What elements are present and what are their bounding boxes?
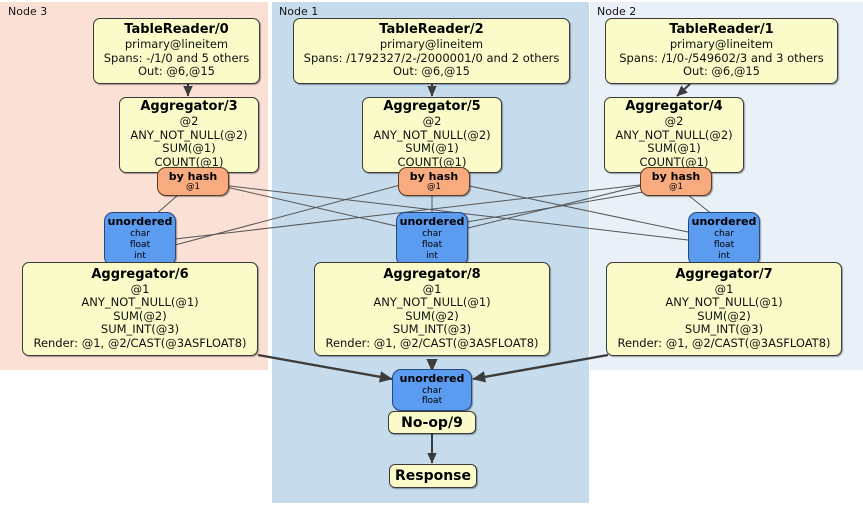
node-aggregator-8[interactable]: Aggregator/8 @1 ANY_NOT_NULL(@1) SUM(@2)… — [314, 262, 550, 356]
router-by-hash-node-3[interactable]: by hash @1 — [157, 167, 229, 196]
router-by-hash-node-2[interactable]: by hash @1 — [640, 167, 712, 196]
node-line: SUM(@1) — [647, 141, 701, 156]
stream-line: int — [718, 250, 730, 261]
node-title: Aggregator/7 — [675, 266, 773, 282]
stream-unordered-final[interactable]: unordered char float — [392, 369, 472, 411]
router-title: by hash — [409, 169, 459, 183]
node-aggregator-3[interactable]: Aggregator/3 @2 ANY_NOT_NULL(@2) SUM(@1)… — [119, 97, 259, 173]
node-table-reader-0[interactable]: TableReader/0 primary@lineitem Spans: -/… — [93, 18, 260, 84]
stream-line: float — [713, 239, 735, 250]
node-response[interactable]: Response — [389, 464, 477, 488]
node-line: SUM(@2) — [697, 308, 751, 323]
node-line: @1 — [714, 281, 734, 296]
node-title: Aggregator/4 — [625, 99, 723, 115]
stream-unordered-node-1[interactable]: unordered char float int — [396, 212, 468, 266]
stream-unordered-node-2[interactable]: unordered char float int — [688, 212, 760, 266]
stream-title: unordered — [107, 215, 173, 229]
node-line: @2 — [422, 114, 442, 129]
stream-unordered-node-3[interactable]: unordered char float int — [104, 212, 176, 266]
node-title: Aggregator/3 — [140, 99, 238, 115]
panel-label-node-2: Node 2 — [597, 5, 637, 18]
router-sub: @1 — [186, 181, 200, 192]
node-table-reader-2[interactable]: TableReader/2 primary@lineitem Spans: /1… — [293, 18, 570, 84]
node-line: Render: @1, @2/CAST(@3ASFLOAT8) — [33, 335, 247, 350]
node-line: primary@lineitem — [124, 37, 229, 52]
node-line: ANY_NOT_NULL(@2) — [130, 127, 248, 142]
node-line: Render: @1, @2/CAST(@3ASFLOAT8) — [325, 335, 539, 350]
node-line: ANY_NOT_NULL(@2) — [615, 127, 733, 142]
router-title: by hash — [168, 169, 218, 183]
stream-line: float — [421, 239, 443, 250]
node-line: COUNT(@1) — [639, 155, 709, 170]
stream-line: char — [422, 385, 442, 396]
node-title: Aggregator/5 — [383, 99, 481, 115]
router-sub: @1 — [427, 181, 441, 192]
stream-line: int — [426, 250, 438, 261]
stream-title: unordered — [399, 371, 465, 385]
node-line: SUM(@1) — [162, 141, 216, 156]
router-sub: @1 — [669, 181, 683, 192]
node-title: TableReader/2 — [379, 22, 484, 38]
router-by-hash-node-1[interactable]: by hash @1 — [398, 167, 470, 196]
stream-title: unordered — [399, 215, 465, 229]
node-line: SUM(@2) — [113, 308, 167, 323]
stream-line: float — [129, 239, 151, 250]
node-aggregator-6[interactable]: Aggregator/6 @1 ANY_NOT_NULL(@1) SUM(@2)… — [22, 262, 258, 356]
node-title: Response — [394, 468, 472, 484]
stream-line: char — [714, 229, 734, 240]
stream-line: float — [421, 396, 443, 407]
stream-line: char — [130, 229, 150, 240]
node-line: @2 — [664, 114, 684, 129]
node-line: Spans: /1/0-/549602/3 and 3 others — [619, 50, 824, 65]
node-title: TableReader/1 — [669, 22, 774, 38]
node-line: Spans: /1792327/2-/2000001/0 and 2 other… — [303, 50, 560, 65]
node-title: No-op/9 — [401, 414, 463, 431]
node-line: Render: @1, @2/CAST(@3ASFLOAT8) — [617, 335, 831, 350]
panel-label-node-1: Node 1 — [279, 5, 319, 18]
node-title: Aggregator/6 — [91, 266, 189, 282]
node-no-op-9[interactable]: No-op/9 — [388, 411, 476, 434]
node-line: COUNT(@1) — [154, 155, 224, 170]
node-line: SUM(@2) — [405, 308, 459, 323]
node-line: Out: @6,@15 — [138, 64, 215, 79]
node-title: Aggregator/8 — [383, 266, 481, 282]
node-line: ANY_NOT_NULL(@1) — [81, 295, 199, 310]
router-title: by hash — [651, 169, 701, 183]
stream-line: int — [134, 250, 146, 261]
node-line: ANY_NOT_NULL(@2) — [373, 127, 491, 142]
node-line: @1 — [422, 281, 442, 296]
panel-label-node-3: Node 3 — [8, 5, 48, 18]
node-line: SUM(@1) — [405, 141, 459, 156]
node-line: SUM_INT(@3) — [100, 322, 180, 337]
node-aggregator-5[interactable]: Aggregator/5 @2 ANY_NOT_NULL(@2) SUM(@1)… — [362, 97, 502, 173]
node-line: Out: @6,@15 — [393, 64, 470, 79]
node-table-reader-1[interactable]: TableReader/1 primary@lineitem Spans: /1… — [605, 18, 838, 84]
stream-title: unordered — [691, 215, 757, 229]
node-line: SUM_INT(@3) — [392, 322, 472, 337]
node-line: @1 — [130, 281, 150, 296]
node-line: SUM_INT(@3) — [684, 322, 764, 337]
node-line: ANY_NOT_NULL(@1) — [665, 295, 783, 310]
node-aggregator-7[interactable]: Aggregator/7 @1 ANY_NOT_NULL(@1) SUM(@2)… — [606, 262, 842, 356]
node-line: primary@lineitem — [669, 37, 774, 52]
stream-line: char — [422, 229, 442, 240]
node-line: ANY_NOT_NULL(@1) — [373, 295, 491, 310]
node-title: TableReader/0 — [124, 22, 229, 38]
node-line: Spans: -/1/0 and 5 others — [103, 50, 250, 65]
node-line: primary@lineitem — [379, 37, 484, 52]
node-line: @2 — [179, 114, 199, 129]
node-aggregator-4[interactable]: Aggregator/4 @2 ANY_NOT_NULL(@2) SUM(@1)… — [604, 97, 744, 173]
node-line: COUNT(@1) — [397, 155, 467, 170]
node-line: Out: @6,@15 — [683, 64, 760, 79]
